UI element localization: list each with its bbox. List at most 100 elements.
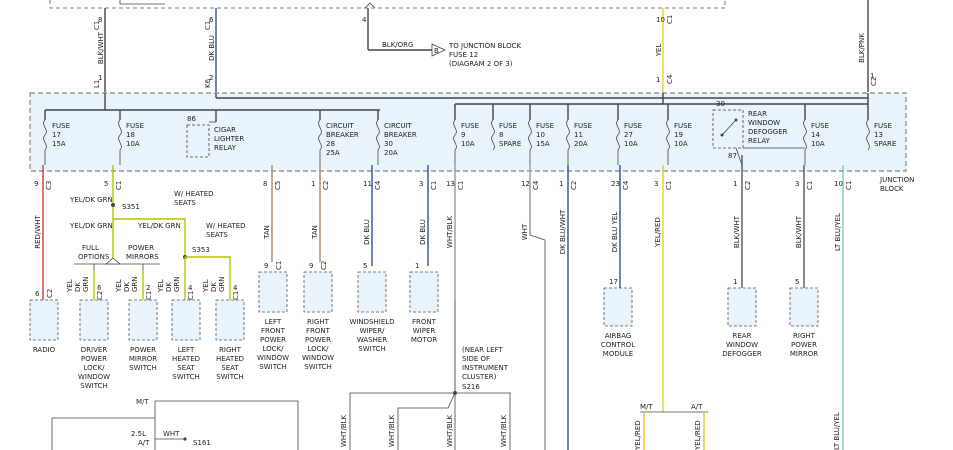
svg-text:C2: C2 xyxy=(96,291,104,300)
wire-label: DK BLU YEL xyxy=(611,212,619,253)
connector-id: C1 xyxy=(275,261,283,270)
component-name: SWITCH xyxy=(172,373,199,381)
connector-id: C2 xyxy=(46,289,54,298)
svg-text:DK: DK xyxy=(210,282,218,292)
pin-number: 1 xyxy=(415,262,419,270)
svg-text:2: 2 xyxy=(146,284,150,292)
svg-text:FUSE: FUSE xyxy=(624,122,642,130)
svg-text:WHT/BLK: WHT/BLK xyxy=(500,414,508,447)
svg-text:CIRCUIT: CIRCUIT xyxy=(384,122,413,130)
svg-text:4: 4 xyxy=(362,16,367,24)
svg-text:DK: DK xyxy=(165,282,173,292)
svg-text:10A: 10A xyxy=(811,140,825,148)
svg-text:FUSE: FUSE xyxy=(874,122,892,130)
svg-text:BLOCK: BLOCK xyxy=(880,185,904,193)
component-name: RADIO xyxy=(33,346,56,354)
pin-number: 5 xyxy=(104,180,108,188)
component-box xyxy=(79,299,109,341)
connector-id: C2 xyxy=(570,181,578,190)
component-name: RIGHT xyxy=(219,346,242,354)
svg-text:FUSE: FUSE xyxy=(52,122,70,130)
connector-id: C2 xyxy=(322,181,330,190)
component-name: WINDOW xyxy=(257,354,289,362)
svg-text:86: 86 xyxy=(187,115,196,123)
jb-fuse12-reference: 4 BLK/ORG B TO JUNCTION BLOCK FUSE 12 (D… xyxy=(362,8,521,68)
connector-id: C1 xyxy=(115,181,123,190)
svg-text:C4: C4 xyxy=(666,74,674,84)
component-name: POWER xyxy=(305,336,331,344)
svg-text:MIRRORS: MIRRORS xyxy=(126,253,159,261)
svg-text:14: 14 xyxy=(811,131,820,139)
component-name: SEAT xyxy=(177,364,195,372)
svg-text:SEATS: SEATS xyxy=(174,199,196,207)
connector-id: C3 xyxy=(45,181,53,190)
component-box xyxy=(303,271,333,313)
svg-text:M/T: M/T xyxy=(136,398,149,406)
svg-text:6: 6 xyxy=(97,284,102,292)
svg-text:S353: S353 xyxy=(192,246,210,254)
component-name: DRIVER xyxy=(81,346,108,354)
wire-label: TAN xyxy=(263,225,271,240)
pin-number: 3 xyxy=(654,180,658,188)
component-name: SEAT xyxy=(221,364,239,372)
rear-window-defogger-relay: 30 87 REAR WINDOW DEFOGGER RELAY xyxy=(712,100,805,166)
component-name: SWITCH xyxy=(80,382,107,390)
pin-number: 1 xyxy=(559,180,563,188)
svg-text:10: 10 xyxy=(536,131,545,139)
svg-text:YEL/DK GRN: YEL/DK GRN xyxy=(137,222,181,230)
component-box xyxy=(258,271,288,313)
svg-text:BREAKER: BREAKER xyxy=(326,131,359,139)
component-box xyxy=(357,271,387,313)
component-name: MOTOR xyxy=(411,336,437,344)
component-name: SWITCH xyxy=(358,345,385,353)
svg-text:A/T: A/T xyxy=(138,439,150,447)
wire-label: DK BLU xyxy=(419,219,427,245)
wire-label: DK BLU xyxy=(208,35,216,61)
svg-text:1: 1 xyxy=(656,76,660,84)
pin-number: 10 xyxy=(834,180,843,188)
svg-text:30: 30 xyxy=(384,140,393,148)
svg-text:RELAY: RELAY xyxy=(214,144,237,152)
svg-text:8: 8 xyxy=(499,131,503,139)
svg-text:C1: C1 xyxy=(93,21,101,30)
svg-text:OPTIONS: OPTIONS xyxy=(78,253,110,261)
svg-text:YEL/DK GRN: YEL/DK GRN xyxy=(69,222,113,230)
fuse-14: FUSE 14 10A xyxy=(803,119,829,165)
svg-text:18: 18 xyxy=(126,131,135,139)
component-name: LOCK/ xyxy=(308,345,330,353)
connector-id: C1 xyxy=(665,181,673,190)
svg-text:FUSE: FUSE xyxy=(811,122,829,130)
svg-text:A/T: A/T xyxy=(691,403,703,411)
svg-text:B: B xyxy=(434,47,439,55)
wire-label: DK BLU/WHT xyxy=(559,209,567,254)
connector-id: C4 xyxy=(374,180,382,190)
pin-number: 11 xyxy=(363,180,372,188)
svg-text:19: 19 xyxy=(674,131,683,139)
svg-text:YEL: YEL xyxy=(157,279,165,293)
svg-text:15A: 15A xyxy=(536,140,550,148)
component-box xyxy=(171,299,201,341)
svg-text:C2: C2 xyxy=(870,77,878,86)
svg-text:4: 4 xyxy=(233,284,238,292)
svg-text:2: 2 xyxy=(209,74,213,82)
component-name: POWER xyxy=(791,341,817,349)
pin-number: 3 xyxy=(795,180,799,188)
component-name: WINDOW xyxy=(302,354,334,362)
svg-text:FUSE: FUSE xyxy=(126,122,144,130)
svg-text:CLUSTER): CLUSTER) xyxy=(462,373,497,381)
svg-text:YEL: YEL xyxy=(202,279,210,293)
svg-text:10A: 10A xyxy=(624,140,638,148)
svg-text:S351: S351 xyxy=(122,203,140,211)
svg-text:C1: C1 xyxy=(187,291,195,300)
branch-wire-labels: YEL DK GRN 6 C2 YEL DK GRN 2 C1 YEL DK G… xyxy=(66,276,240,300)
svg-text:SPARE: SPARE xyxy=(499,140,521,148)
component-name: WASHER xyxy=(357,336,387,344)
connector-id: C2 xyxy=(320,261,328,270)
svg-text:M/T: M/T xyxy=(640,403,653,411)
pin-number: 8 xyxy=(263,180,267,188)
svg-text:FUSE: FUSE xyxy=(536,122,554,130)
